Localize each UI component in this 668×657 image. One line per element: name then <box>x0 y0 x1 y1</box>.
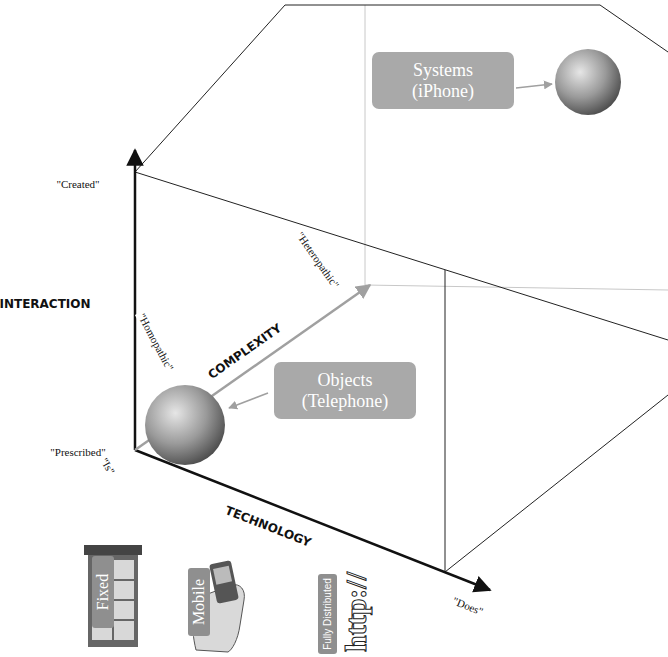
icon-text: http:// <box>339 572 372 652</box>
axis-title: TECHNOLOGY <box>221 503 314 550</box>
axis-end-label: "Heteropathic" <box>293 228 343 292</box>
system-sphere <box>555 49 621 115</box>
axis-end-label: "Is" <box>98 454 119 478</box>
cube-edges <box>135 5 668 590</box>
leader-line <box>229 393 268 408</box>
icon-tab-label: Fixed <box>94 574 112 610</box>
icon-tab-label: Mobile <box>190 579 208 625</box>
callout-box: Objects (Telephone) <box>274 362 416 419</box>
leader-line <box>516 84 552 88</box>
icon-tab-label: Fully Distributed <box>322 578 333 650</box>
callout-box: Systems (iPhone) <box>372 52 514 109</box>
axis-end-label: "Homopathic" <box>135 309 177 374</box>
axis-end-label: "Does" <box>449 594 487 619</box>
callout-text: Systems (iPhone) <box>382 60 504 101</box>
phone-booth-icon <box>84 545 142 647</box>
axis-title: INTERACTION <box>0 298 93 311</box>
callout-text: Objects (Telephone) <box>284 370 406 411</box>
axis-end-label: "Prescribed" <box>48 446 107 458</box>
object-sphere <box>145 385 225 465</box>
distributed-icon <box>318 574 337 654</box>
mobile-hand-icon <box>188 560 244 652</box>
axis-end-label: "Created" <box>54 178 101 190</box>
